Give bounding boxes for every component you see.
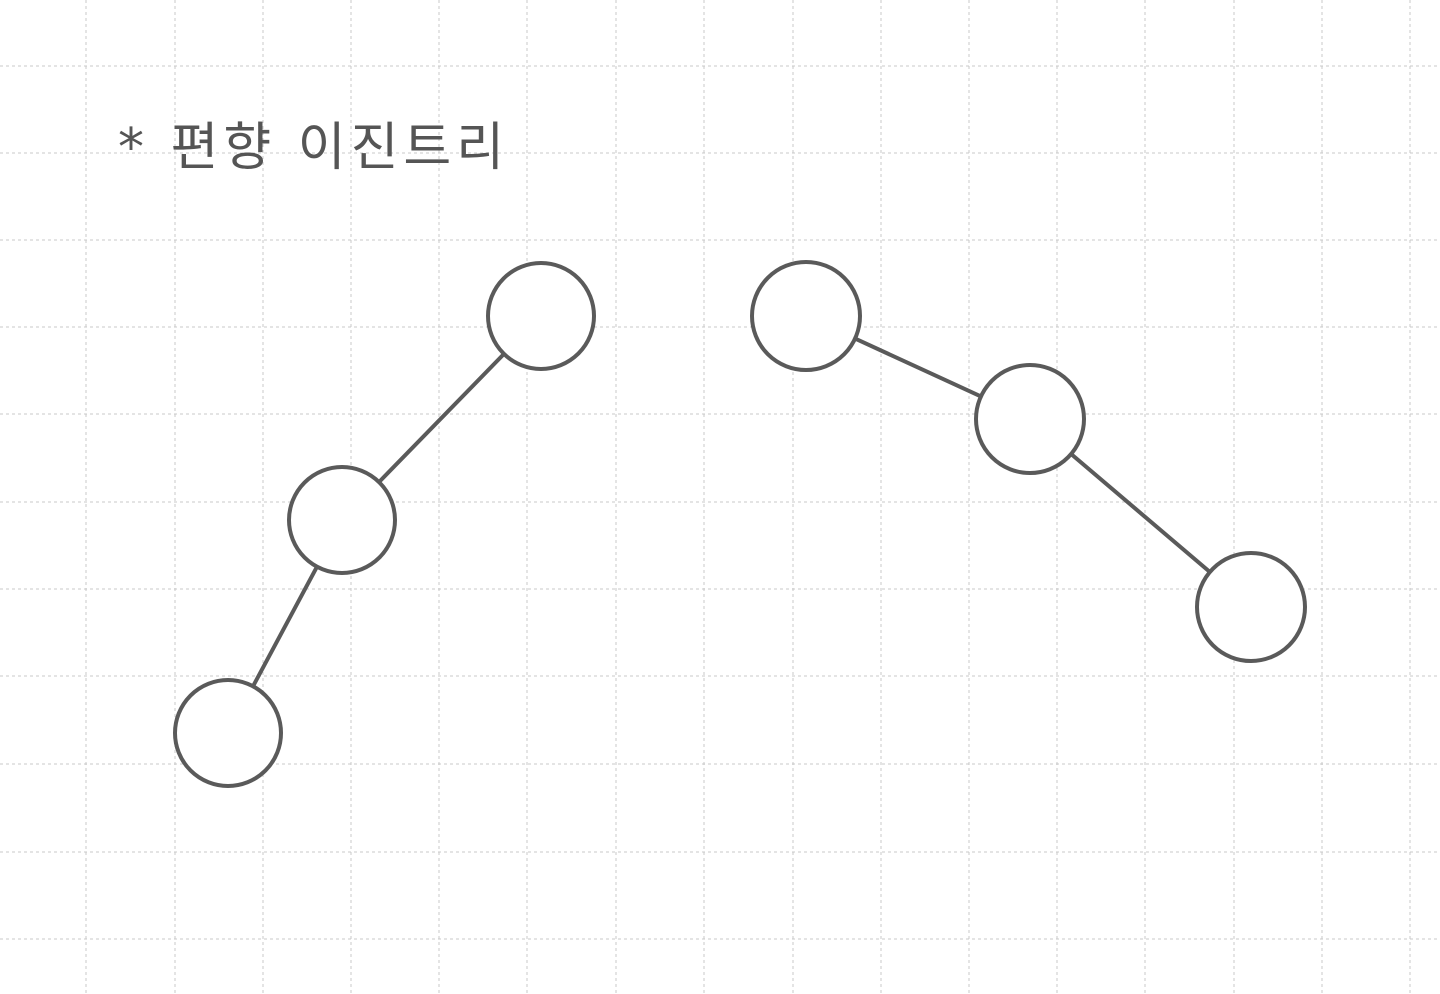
tree-edge-middle-to-leaf [1069,452,1212,574]
right-skewed-tree [750,260,1307,663]
left-skewed-tree [173,261,596,788]
tree-node-middle [287,465,397,575]
tree-node-leaf [1195,551,1307,663]
tree-node-leaf [173,678,283,788]
tree-edge-middle-to-leaf [251,564,319,689]
tree-node-root [750,260,862,372]
tree-edge-root-to-middle [377,351,506,485]
tree-node-middle [974,363,1086,475]
diagram-title: * 편향 이진트리 [118,118,510,178]
tree-node-root [486,261,596,371]
tree-edge-root-to-middle [853,336,983,399]
